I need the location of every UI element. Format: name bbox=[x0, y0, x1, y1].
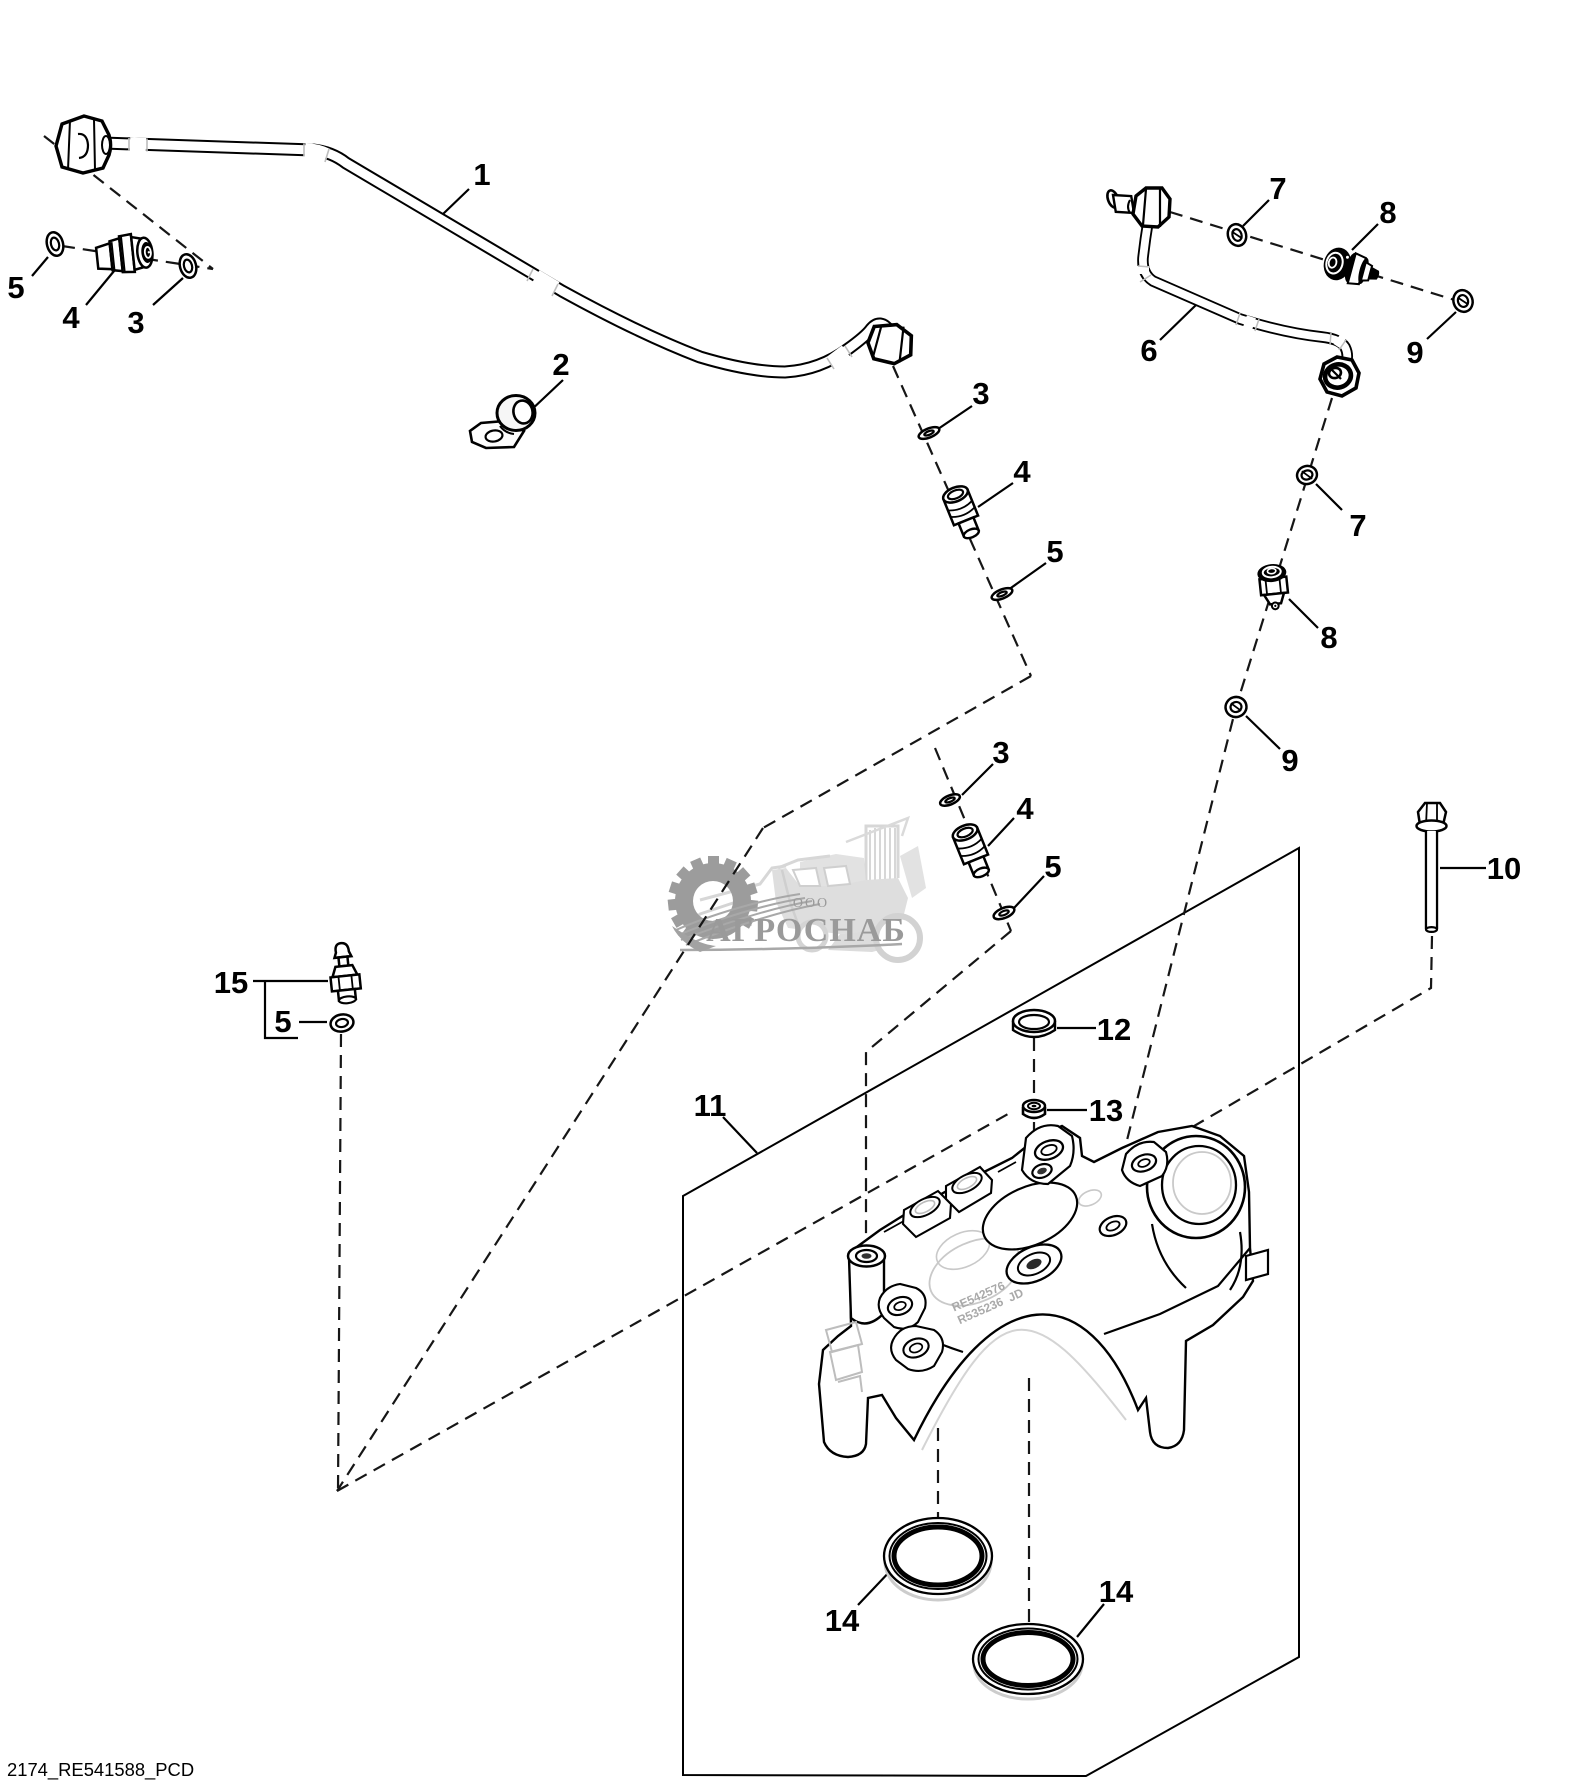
svg-text:15: 15 bbox=[214, 965, 248, 1000]
svg-text:3: 3 bbox=[127, 305, 144, 340]
svg-text:7: 7 bbox=[1349, 508, 1366, 543]
svg-text:9: 9 bbox=[1406, 335, 1423, 370]
svg-text:4: 4 bbox=[62, 300, 80, 335]
svg-text:АГРОСНАБ: АГРОСНАБ bbox=[706, 912, 906, 949]
svg-text:6: 6 bbox=[1140, 333, 1157, 368]
svg-text:1: 1 bbox=[473, 157, 490, 192]
svg-text:5: 5 bbox=[274, 1004, 291, 1039]
svg-text:14: 14 bbox=[1099, 1574, 1134, 1609]
svg-text:4: 4 bbox=[1013, 454, 1031, 489]
svg-text:8: 8 bbox=[1320, 620, 1337, 655]
svg-text:5: 5 bbox=[1046, 534, 1063, 569]
svg-text:8: 8 bbox=[1379, 195, 1396, 230]
svg-text:3: 3 bbox=[972, 376, 989, 411]
svg-text:2: 2 bbox=[552, 347, 569, 382]
svg-text:7: 7 bbox=[1269, 171, 1286, 206]
svg-text:4: 4 bbox=[1016, 791, 1034, 826]
svg-text:OOO: OOO bbox=[793, 896, 829, 911]
svg-text:14: 14 bbox=[825, 1603, 860, 1638]
svg-text:10: 10 bbox=[1487, 851, 1521, 886]
svg-text:9: 9 bbox=[1281, 743, 1298, 778]
svg-text:12: 12 bbox=[1097, 1012, 1131, 1047]
svg-text:3: 3 bbox=[992, 735, 1009, 770]
svg-text:5: 5 bbox=[7, 270, 24, 305]
svg-text:11: 11 bbox=[694, 1088, 727, 1123]
svg-text:2174_RE541588_PCD: 2174_RE541588_PCD bbox=[7, 1759, 194, 1781]
svg-text:5: 5 bbox=[1044, 849, 1061, 884]
svg-text:13: 13 bbox=[1089, 1093, 1123, 1128]
